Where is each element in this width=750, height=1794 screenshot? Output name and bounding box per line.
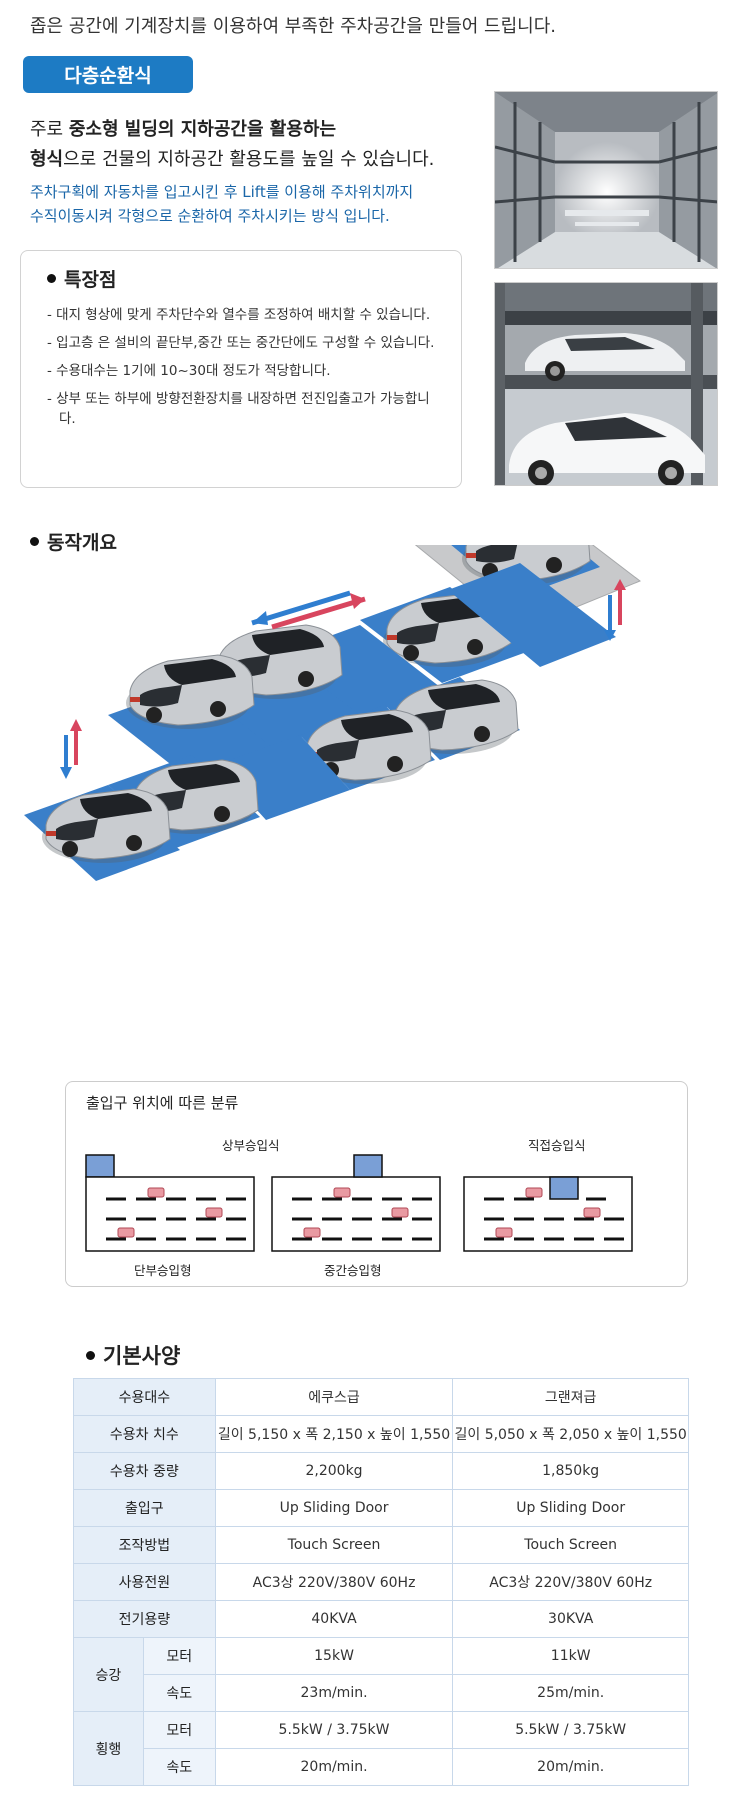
feature-box: 특장점 - 대지 형상에 맞게 주차단수와 열수를 조정하여 배치할 수 있습니… <box>20 250 462 488</box>
table-row: 사용전원 AC3상 220V/380V 60Hz AC3상 220V/380V … <box>73 1563 689 1601</box>
lead-description: 주차구획에 자동차를 입고시킨 후 Lift를 이용해 주차위치까지 수직이동시… <box>30 183 414 225</box>
pallet <box>448 563 616 667</box>
classification-diagram <box>85 1154 633 1252</box>
end-entry-label: 단부승입형 <box>134 1263 192 1278</box>
vertical-arrows-left <box>60 719 82 779</box>
bullet-icon <box>30 537 39 546</box>
table-row: 수용차 치수 길이 5,150 x 폭 2,150 x 높이 1,550 길이 … <box>73 1415 689 1453</box>
middle-entry-label: 중간승입형 <box>324 1263 382 1278</box>
table-row: 수용차 중량 2,200kg 1,850kg <box>73 1452 689 1490</box>
bullet-icon <box>86 1350 95 1360</box>
lead-text: 주로 중소형 빌딩의 지하공간을 활용하는 형식으로 건물의 지하공간 활용도를… <box>30 119 435 170</box>
vertical-arrows-right <box>604 579 626 641</box>
table-row: 속도 20m/min. 20m/min. <box>74 1748 689 1786</box>
feature-item: - 수용대수는 1기에 10~30대 정도가 적당합니다. <box>47 363 331 379</box>
table-row: 수용대수 에쿠스급 그랜져급 <box>73 1378 689 1416</box>
table-row: 전기용량 40KVA 30KVA <box>73 1600 689 1638</box>
parked-cars-photo <box>494 282 718 486</box>
spec-table: 수용대수 에쿠스급 그랜져급 수용차 치수 길이 5,150 x 폭 2,150… <box>73 1378 689 1786</box>
direct-entry-label: 직접승입식 <box>528 1138 586 1153</box>
table-row: 속도 23m/min. 25m/min. <box>74 1674 689 1712</box>
classification-title: 출입구 위치에 따른 분류 <box>86 1094 239 1112</box>
classification-box: 출입구 위치에 따른 분류 상부승입식 직접승입식 단부승입형 중간승입형 <box>65 1081 688 1287</box>
top-entry-label: 상부승입식 <box>222 1138 280 1153</box>
feature-item: - 입고층 은 설비의 끝단부,중간 또는 중간단에도 구성할 수 있습니다. <box>47 335 435 351</box>
feature-title: 특장점 <box>47 265 116 292</box>
table-row: 조작방법 Touch Screen Touch Screen <box>73 1526 689 1564</box>
feature-item: - 대지 형상에 맞게 주차단수와 열수를 조정하여 배치할 수 있습니다. <box>47 307 431 323</box>
feature-item: - 상부 또는 하부에 방향전환장치를 내장하면 전진입출고가 가능합니다. <box>47 391 430 427</box>
table-row: 출입구 Up Sliding Door Up Sliding Door <box>73 1489 689 1527</box>
horizontal-arrows <box>251 590 366 630</box>
table-row: 승강 모터 15kW 11kW <box>73 1637 689 1712</box>
operation-title: 동작개요 <box>30 528 117 555</box>
intro-text: 좁은 공간에 기계장치를 이용하여 부족한 주차공간을 만들어 드립니다. <box>30 16 557 37</box>
operation-diagram <box>24 545 641 881</box>
spec-title: 기본사양 <box>86 1340 180 1370</box>
bullet-icon <box>47 274 56 283</box>
table-row: 횡행 모터 5.5kW / 3.75kW 5.5kW / 3.75kW <box>73 1711 689 1786</box>
parking-structure-photo <box>494 91 718 269</box>
feature-list: - 대지 형상에 맞게 주차단수와 열수를 조정하여 배치할 수 있습니다. -… <box>43 305 443 437</box>
type-tag: 다층순환식 <box>23 56 193 93</box>
